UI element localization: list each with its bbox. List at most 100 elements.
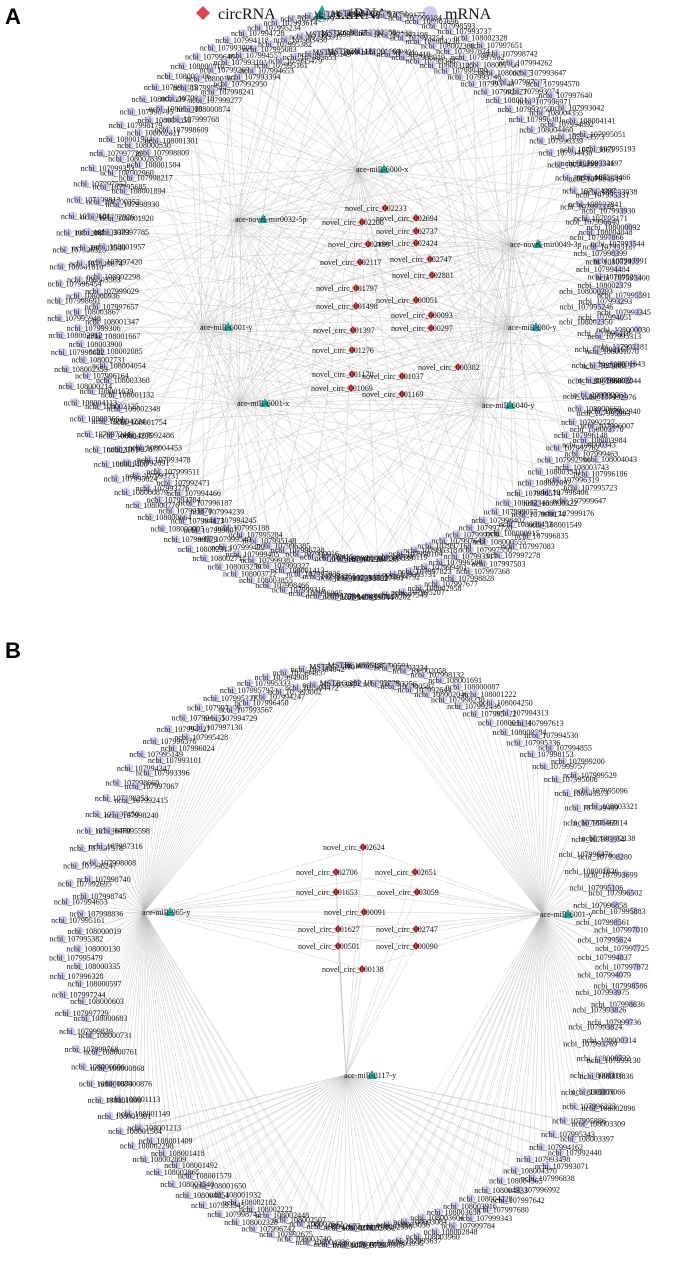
edge — [335, 1074, 347, 1228]
mirna-node: ace-novel-mir0049-3p — [510, 239, 582, 249]
mrna-node-marker — [596, 317, 605, 326]
mrna-node: ncbi_108001222 — [463, 689, 516, 699]
mrna-node-label: ncbi_108003743 — [555, 463, 609, 472]
mrna-node-marker — [597, 302, 606, 311]
mrna-node-marker — [313, 591, 322, 600]
edge — [506, 712, 543, 915]
edge — [238, 402, 586, 474]
mrna-node-marker — [548, 508, 557, 518]
mrna-node: ncbi_107997823 — [398, 566, 452, 576]
edge — [60, 326, 511, 336]
mrna-node: ncbi_107996810 — [61, 211, 115, 221]
edge — [137, 404, 485, 505]
edge — [509, 326, 637, 347]
mrna-node: ncbi_108004296 — [99, 431, 152, 440]
edge — [536, 734, 543, 915]
edge — [138, 164, 511, 328]
mrna-node-label: ncbi_108001549 — [528, 521, 582, 530]
mrna-node: ncbi_107995096 — [574, 786, 628, 795]
edge — [269, 43, 511, 328]
mrna-node: ncbi_108001904 — [99, 134, 152, 144]
mrna-node-marker — [198, 507, 207, 516]
edge — [131, 1074, 347, 1146]
edge — [85, 911, 145, 1019]
edge — [541, 913, 565, 1121]
mrna-node-label: ncbi_108002926 — [80, 213, 134, 222]
edge — [541, 892, 631, 915]
mrna-node: ncbi_108002085 — [89, 346, 143, 356]
mrna-node-marker — [631, 342, 641, 351]
mrna-node-label: ncbi_107996007 — [580, 422, 634, 431]
mrna-node-label: ncbi_107997613 — [510, 719, 564, 728]
mirna-node-marker — [223, 322, 233, 331]
mstrg-node: MSTRG.9367 — [321, 28, 367, 37]
mrna-node: ncbi_107993740 — [461, 79, 514, 89]
mrna-node: ncbi_107996187 — [178, 498, 232, 508]
mrna-node-marker — [590, 242, 599, 251]
mrna-node: ncbi_107997657 — [85, 302, 138, 311]
circrna-node-marker — [358, 218, 366, 226]
circrna-node-label: novel_circ_002706 — [296, 868, 358, 877]
mrna-node-marker — [581, 469, 590, 478]
mrna-node-marker — [101, 459, 111, 469]
edge — [345, 1074, 389, 1225]
mrna-node-label: ncbi_108003722 — [223, 570, 277, 579]
mrna-node-label: ncbi_107999813 — [67, 196, 121, 205]
edge — [541, 913, 618, 923]
mrna-node-marker — [441, 66, 451, 75]
mrna-node: ncbi_107999647 — [552, 496, 606, 506]
edge — [387, 913, 543, 1225]
edge — [357, 168, 575, 191]
mrna-node: ncbi_108002809 — [131, 94, 185, 104]
mrna-node-label: ncbi_107993074 — [505, 87, 559, 96]
edge — [201, 326, 205, 559]
mrna-node: ncbi_108002492 — [586, 257, 639, 266]
mrna-node-marker — [223, 35, 232, 45]
edge — [184, 87, 240, 404]
circrna-node-marker — [428, 271, 436, 279]
circrna-node-marker — [398, 372, 406, 380]
mrna-node-marker — [546, 148, 555, 157]
mrna-node-marker — [595, 331, 604, 341]
edge — [541, 913, 606, 1044]
edge — [105, 168, 359, 465]
edge — [59, 283, 485, 406]
mrna-node: ncbi_107996007 — [580, 421, 634, 431]
circrna-node: novel_circ_000091 — [324, 908, 386, 917]
mrna-node-label: ncbi_108002958 — [408, 584, 462, 593]
edge — [357, 72, 492, 170]
edge — [283, 326, 511, 590]
mrna-node-label: ncbi_107997725 — [595, 944, 649, 953]
mrna-node: ncbi_108003836 — [580, 1071, 633, 1081]
mrna-node-label: ncbi_107995993 — [577, 409, 631, 418]
mrna-node-marker — [567, 145, 577, 154]
mrna-node-label: ncbi_107994855 — [538, 743, 592, 752]
mrna-node-marker — [514, 488, 524, 498]
mrna-node-label: ncbi_107995096 — [574, 786, 628, 795]
mrna-node: ncbi_108003867 — [66, 307, 120, 317]
mrna-node-marker — [191, 526, 200, 535]
mrna-node-marker — [374, 572, 383, 581]
edge — [96, 326, 511, 450]
mrna-node: ncbi_107995479 — [49, 953, 103, 962]
mrna-node-label: ncbi_108004048 — [579, 228, 633, 237]
mrna-node: ncbi_107997651 — [469, 40, 523, 50]
mrna-node-marker — [413, 56, 422, 65]
mrna-node-marker — [263, 580, 272, 590]
mirna-node: ace-miR-6001-y — [200, 322, 252, 332]
mrna-node-marker — [99, 242, 108, 251]
mrna-node-label: ncbi_108000776 — [125, 501, 179, 510]
mrna-node: ncbi_107998217 — [119, 173, 173, 182]
edge — [486, 913, 543, 1210]
mrna-node: ncbi_107993954 — [571, 834, 625, 844]
mirna-node: ace-miR-6001-x — [237, 398, 289, 408]
mrna-node: ncbi_107993000 — [200, 43, 254, 53]
mrna-node-label: ncbi_107994935 — [547, 161, 601, 170]
edge — [117, 203, 238, 220]
edge — [541, 913, 611, 1027]
edge — [325, 1074, 347, 1245]
edge — [143, 911, 151, 1141]
mrna-node: ncbi_107998809 — [135, 148, 189, 157]
circrna-node-marker — [349, 326, 357, 334]
edge — [123, 190, 203, 328]
